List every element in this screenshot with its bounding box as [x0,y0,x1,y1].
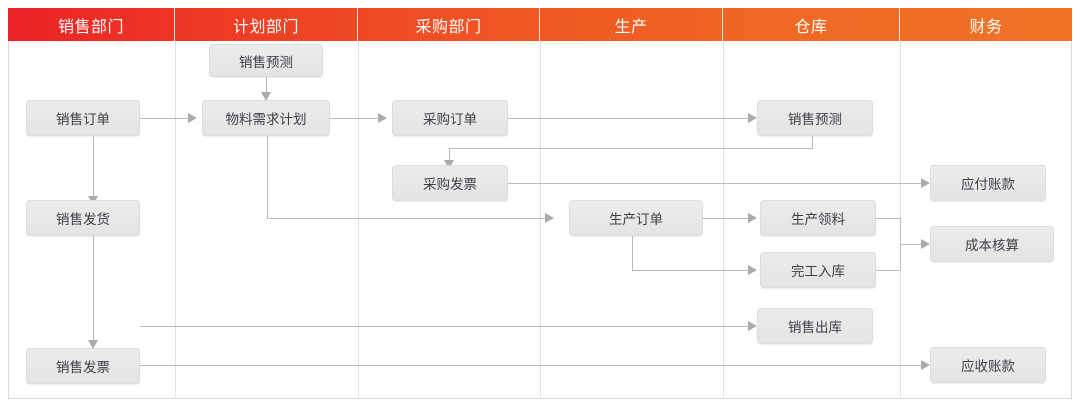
node-sales-delivery[interactable]: 销售发货 [26,200,140,236]
lane-divider-5 [900,8,901,399]
arrowhead-merge-to-cost-accounting [921,239,930,249]
node-cost-accounting[interactable]: 成本核算 [930,226,1054,262]
lane-header-sales: 销售部门 [8,8,175,41]
edge-material-issue-to-merge [876,218,900,219]
arrowhead-sales-invoice-to-accounts-receivable [921,360,930,370]
lane-header-purchasing: 采购部门 [358,8,540,41]
node-finished-receipt[interactable]: 完工入库 [760,252,876,288]
edge-production-order-to-finished-receipt-h [632,270,748,271]
lane-header-warehouse: 仓库 [723,8,900,41]
edge-mrp-to-production-order-vertical [267,136,268,218]
arrowhead-sales-delivery-to-sales-invoice [88,340,98,349]
edge-production-order-to-material-issue [703,218,748,219]
edge-sales-forecast-to-mrp [266,77,267,93]
arrowhead-wh-forecast-to-purchase-invoice [444,160,454,169]
arrowhead-purchase-invoice-to-accounts-payable [921,178,930,188]
lane-header-finance: 财务 [969,18,1003,36]
swimlane-header: 销售部门 计划部门 采购部门 生产 仓库 财务 [8,8,1072,41]
arrowhead-purchase-order-to-wh-forecast [748,113,757,123]
edge-sales-delivery-to-sales-outbound [140,326,748,327]
node-production-order[interactable]: 生产订单 [569,200,703,236]
node-accounts-receivable[interactable]: 应收账款 [930,347,1046,383]
node-sales-forecast[interactable]: 销售预测 [209,44,323,77]
lane-header-production: 生产 [540,8,723,41]
edge-purchase-invoice-to-accounts-payable [508,183,921,184]
lane-divider-4 [723,8,724,399]
edge-finished-receipt-to-merge [876,270,900,271]
edge-production-order-to-finished-receipt-v [632,236,633,270]
edge-mrp-to-production-order-horizontal [267,218,545,219]
node-material-issue[interactable]: 生产领料 [760,200,876,236]
edge-wh-forecast-to-purchase-invoice-v1 [812,136,813,149]
node-purchase-invoice[interactable]: 采购发票 [392,165,508,201]
node-purchase-order[interactable]: 采购订单 [392,100,508,136]
edge-mrp-to-purchase-order [330,118,378,119]
lane-divider-1 [175,8,176,399]
edge-sales-order-to-mrp [140,118,188,119]
arrowhead-production-order-to-finished-receipt [748,265,757,275]
edge-wh-forecast-to-purchase-invoice-h [449,148,813,149]
lane-header-planning: 计划部门 [175,8,358,41]
arrowhead-mrp-to-production-order [545,213,554,223]
node-sales-outbound[interactable]: 销售出库 [757,308,873,344]
node-accounts-payable[interactable]: 应付账款 [930,165,1046,201]
node-mrp[interactable]: 物料需求计划 [202,100,330,136]
lane-divider-2 [358,8,359,399]
edge-sales-invoice-to-accounts-receivable [140,365,925,366]
arrowhead-sales-forecast-to-mrp [261,92,271,101]
edge-sales-delivery-to-sales-invoice [93,236,94,344]
arrowhead-sales-order-to-mrp [188,113,197,123]
arrowhead-production-order-to-material-issue [748,213,757,223]
edge-wh-forecast-to-purchase-invoice-v2 [449,148,450,164]
arrowhead-sales-delivery-to-sales-outbound [748,321,757,331]
edge-purchase-order-to-wh-forecast [508,118,748,119]
arrowhead-mrp-to-purchase-order [378,113,387,123]
lane-divider-3 [540,8,541,399]
node-sales-order[interactable]: 销售订单 [26,100,140,136]
edge-merge-to-cost-accounting [900,244,921,245]
edge-sales-order-to-sales-delivery [93,136,94,196]
node-sales-invoice[interactable]: 销售发票 [26,348,140,384]
node-wh-sales-forecast[interactable]: 销售预测 [757,100,873,136]
